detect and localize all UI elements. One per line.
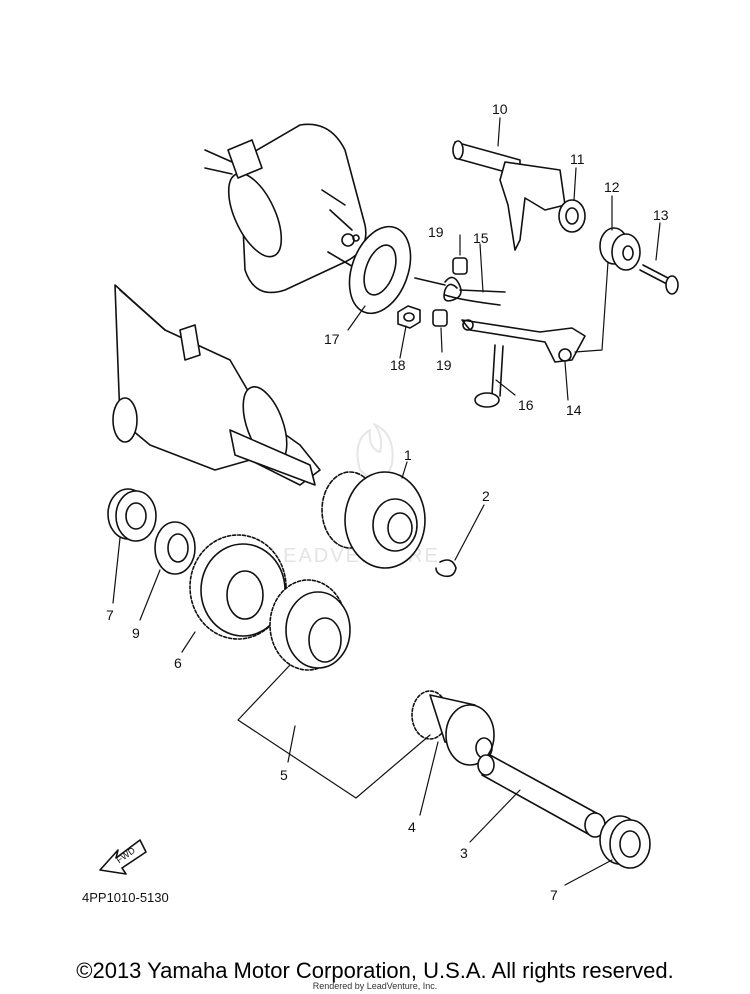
starter-clutch-1 <box>321 471 426 569</box>
label-4: 4 <box>408 819 416 835</box>
label-11: 11 <box>570 151 585 167</box>
bolt-16 <box>474 344 504 408</box>
label-6: 6 <box>174 655 182 671</box>
diagram-code: 4PP1010-5130 <box>82 890 169 905</box>
label-7-right: 7 <box>550 887 558 903</box>
lever-14 <box>461 319 586 363</box>
collar-19-upper <box>452 257 468 275</box>
washer-9 <box>154 521 196 575</box>
bearing-7-right <box>599 815 651 869</box>
part-labels: 10 11 12 13 19 15 17 18 19 16 14 1 2 7 9… <box>82 101 669 905</box>
leader-lines <box>112 117 661 886</box>
starter-solenoid <box>204 123 367 294</box>
bearing-7-left <box>107 488 157 542</box>
copyright-notice: ©2013 Yamaha Motor Corporation, U.S.A. A… <box>76 958 674 983</box>
label-12: 12 <box>604 179 620 195</box>
shift-shaft-10 <box>452 140 566 251</box>
label-14: 14 <box>566 402 582 418</box>
label-18: 18 <box>390 357 406 373</box>
gear-5 <box>269 579 351 671</box>
label-17: 17 <box>324 331 340 347</box>
label-9: 9 <box>132 625 140 641</box>
watermark <box>356 423 394 485</box>
gasket-17 <box>348 225 412 315</box>
washer-11 <box>558 199 586 233</box>
idle-gear-6 <box>189 534 287 640</box>
fwd-arrow-icon <box>99 839 147 875</box>
label-10: 10 <box>492 101 508 117</box>
label-1: 1 <box>404 447 412 463</box>
spring-15 <box>414 276 506 306</box>
label-16: 16 <box>518 397 534 413</box>
label-19-upper: 19 <box>428 224 444 240</box>
label-5: 5 <box>280 767 288 783</box>
circlip-2 <box>435 559 457 578</box>
collar-19-lower <box>432 309 448 327</box>
bolt-13 <box>639 264 679 295</box>
starter-motor <box>112 284 321 486</box>
nut-18 <box>397 305 421 329</box>
gear-4 <box>411 690 495 766</box>
rendered-by-credit: Rendered by LeadVenture, Inc. <box>312 981 438 991</box>
label-7-left: 7 <box>106 607 114 623</box>
shaft-3 <box>477 754 606 838</box>
label-15: 15 <box>473 230 489 246</box>
label-2: 2 <box>482 488 490 504</box>
label-19-lower: 19 <box>436 357 452 373</box>
label-3: 3 <box>460 845 468 861</box>
label-13: 13 <box>653 207 669 223</box>
collar-12 <box>599 227 641 271</box>
